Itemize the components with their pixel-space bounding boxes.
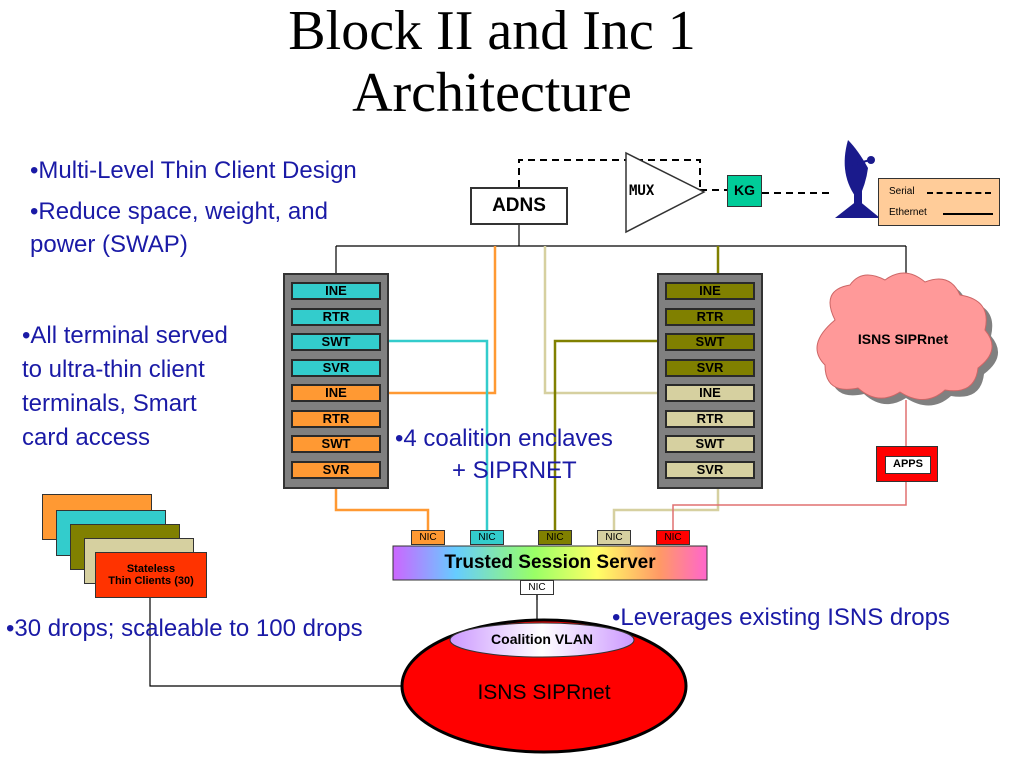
legend-box: Serial Ethernet <box>878 178 1000 226</box>
right-rack-slot-rtr: RTR <box>665 409 755 428</box>
antenna-icon <box>835 140 880 218</box>
bullet-terminal-4: card access <box>22 424 151 451</box>
left-rack-slot-svr: SVR <box>291 460 381 479</box>
bullet-swap-1: •Reduce space, weight, and <box>30 198 328 225</box>
cloud-label: ISNS SIPRnet <box>857 331 949 347</box>
tss-label: Trusted Session Server <box>444 552 656 573</box>
left-rack-slot-swt: SWT <box>291 435 381 453</box>
right-rack-slot-ine: INE <box>665 384 755 402</box>
bullet-swap-2: power (SWAP) <box>30 231 188 258</box>
right-rack-slot-svr: SVR <box>665 460 755 479</box>
left-rack-slot-ine: INE <box>291 384 381 402</box>
tss-nic: NIC <box>538 530 572 545</box>
left-rack: INE RTR SWT SVR INE RTR SWT SVR <box>283 273 389 489</box>
bullet-thin-client: •Multi-Level Thin Client Design <box>30 157 357 184</box>
title-line-2: Architecture <box>352 62 632 124</box>
mux-label: MUX <box>629 183 655 199</box>
siprnet-label: ISNS SIPRnet <box>477 681 611 704</box>
isns-cloud-shape <box>816 272 993 400</box>
bullet-terminal-2: to ultra-thin client <box>22 356 205 383</box>
title-line-1: Block II and Inc 1 <box>288 0 696 62</box>
adns-box: ADNS <box>470 187 568 225</box>
right-rack-slot-swt: SWT <box>665 333 755 351</box>
right-rack-slot-svr: SVR <box>665 358 755 377</box>
coalition-vlan-ellipse <box>449 622 635 658</box>
left-rack-slot-ine: INE <box>291 282 381 300</box>
thin-client-card-red: Stateless Thin Clients (30) <box>95 552 207 598</box>
tss-nic: NIC <box>470 530 504 545</box>
legend-ethernet-line <box>943 213 993 215</box>
kg-box: KG <box>727 175 762 207</box>
legend-serial-line <box>927 192 991 194</box>
slide-title: Block II and Inc 1 Architecture <box>192 0 792 124</box>
right-rack: INE RTR SWT SVR INE RTR SWT SVR <box>657 273 763 489</box>
tss-nic: NIC <box>411 530 445 545</box>
bullet-coalition-1: •4 coalition enclaves <box>395 425 613 452</box>
apps-box: APPS <box>876 446 938 482</box>
bullet-coalition-2: + SIPRNET <box>452 457 577 484</box>
legend-serial-label: Serial <box>889 186 915 197</box>
right-rack-slot-ine: INE <box>665 282 755 300</box>
legend-ethernet-label: Ethernet <box>889 207 927 218</box>
thin-clients-line-2: Thin Clients (30) <box>108 575 194 587</box>
right-rack-slot-rtr: RTR <box>665 307 755 326</box>
mux-triangle <box>625 151 706 234</box>
tss-nic: NIC <box>656 530 690 545</box>
right-rack-slot-swt: SWT <box>665 435 755 453</box>
siprnet-ellipse <box>400 618 688 754</box>
thin-clients-line-1: Stateless <box>126 563 176 575</box>
coalition-vlan-label: Coalition VLAN <box>491 631 593 647</box>
apps-label: APPS <box>885 456 931 474</box>
bullet-terminal-3: terminals, Smart <box>22 390 197 417</box>
serial-link-adns-mux <box>518 159 701 190</box>
tss-bottom-nic: NIC <box>520 580 554 595</box>
tss-box <box>392 545 708 581</box>
bullet-terminal-1: •All terminal served <box>22 322 228 349</box>
left-rack-slot-swt: SWT <box>291 333 381 351</box>
left-rack-slot-svr: SVR <box>291 358 381 377</box>
tss-nic: NIC <box>597 530 631 545</box>
bullet-isns-drops: •Leverages existing ISNS drops <box>612 604 950 631</box>
bullet-drops: •30 drops; scaleable to 100 drops <box>6 615 363 642</box>
left-rack-slot-rtr: RTR <box>291 307 381 326</box>
left-rack-slot-rtr: RTR <box>291 409 381 428</box>
